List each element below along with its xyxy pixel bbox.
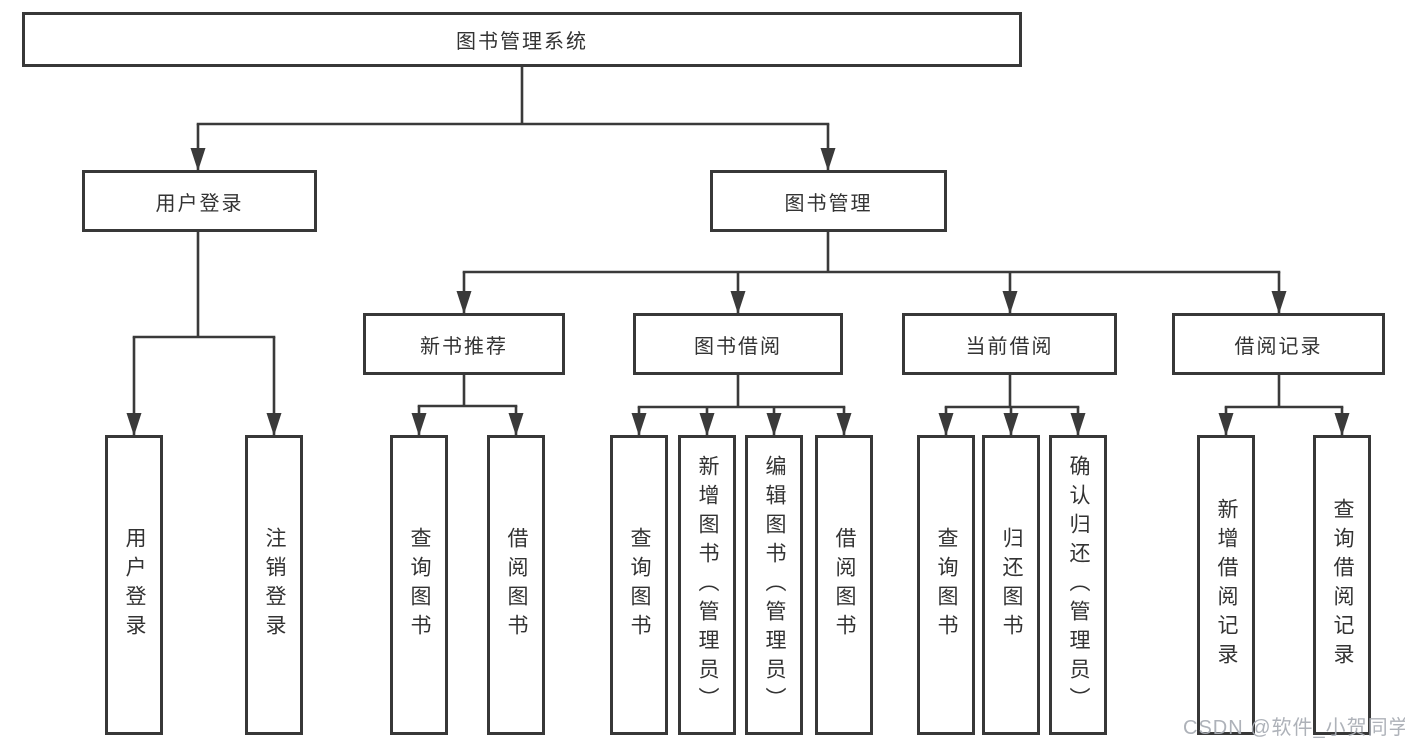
connector-book-borrowing-to-leaves (631, 375, 852, 436)
leaf-query-borrow-record: 查询借阅记录 (1313, 435, 1371, 735)
node-book-management: 图书管理 (710, 170, 947, 232)
leaf-user-login: 用户登录 (105, 435, 163, 735)
leaf-query-books-current: 查询图书 (917, 435, 975, 735)
leaf-edit-books-admin: 编辑图书（管理员） (745, 435, 803, 735)
leaf-confirm-return-admin: 确认归还（管理员） (1049, 435, 1107, 735)
node-new-book-recommendation: 新书推荐 (363, 313, 565, 375)
node-user-login: 用户登录 (82, 170, 317, 232)
leaf-logout: 注销登录 (245, 435, 303, 735)
connector-user-login-to-leaves (126, 232, 282, 436)
leaf-query-books-borrow: 查询图书 (610, 435, 668, 735)
node-current-borrowing: 当前借阅 (902, 313, 1117, 375)
leaf-query-books-recommend: 查询图书 (390, 435, 448, 735)
csdn-watermark: CSDN @软件_小贺同学 (1183, 717, 1405, 739)
node-borrowing-records: 借阅记录 (1172, 313, 1385, 375)
leaf-borrow-books: 借阅图书 (815, 435, 873, 735)
connector-book-management-to-level3 (456, 232, 1287, 314)
connector-current-borrowing-to-leaves (938, 375, 1086, 436)
leaf-add-borrow-record: 新增借阅记录 (1197, 435, 1255, 735)
connector-root-to-level2 (190, 67, 836, 171)
leaf-add-books-admin: 新增图书（管理员） (678, 435, 736, 735)
node-book-borrowing: 图书借阅 (633, 313, 843, 375)
connector-borrowing-records-to-leaves (1218, 375, 1350, 436)
connector-new-book-recommendation-to-leaves (411, 375, 524, 436)
leaf-borrow-books-recommend: 借阅图书 (487, 435, 545, 735)
node-library-management-system: 图书管理系统 (22, 12, 1022, 67)
leaf-return-books: 归还图书 (982, 435, 1040, 735)
